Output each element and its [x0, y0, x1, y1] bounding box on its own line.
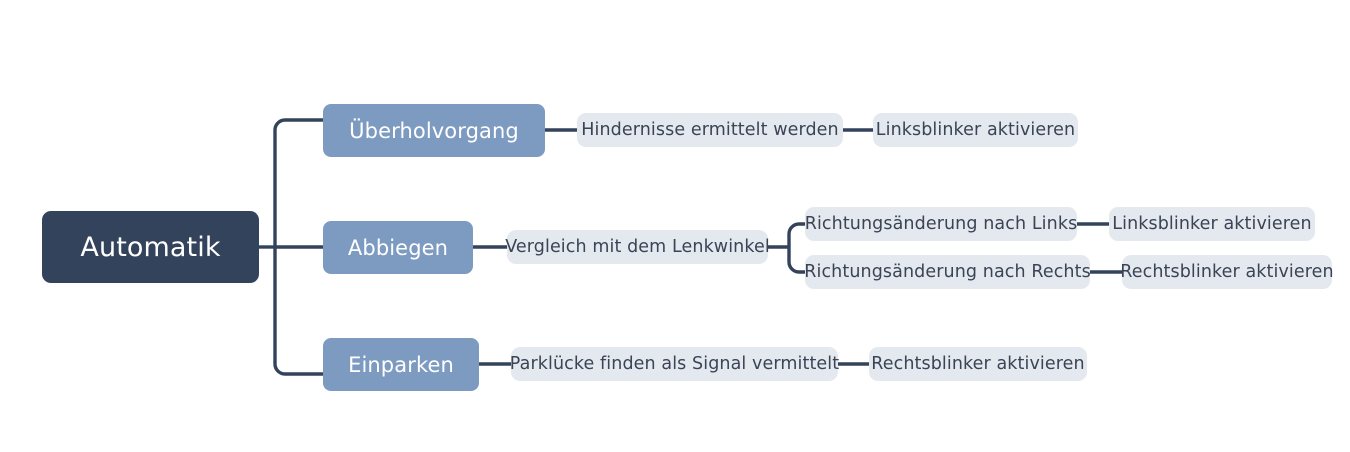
leaf-node-richtungsanderung-nach-links[interactable]: Richtungsänderung nach Links [805, 207, 1077, 241]
leaf-node-rechtsblinker-aktivieren-row2[interactable]: Rechtsblinker aktivieren [1120, 255, 1334, 289]
leaf-node-label: Parklücke finden als Signal vermittelt [509, 354, 840, 374]
leaf-node-label: Richtungsänderung nach Rechts [804, 262, 1091, 282]
leaf-node-label: Rechtsblinker aktivieren [871, 354, 1085, 374]
leaf-node-label: Linksblinker aktivieren [875, 120, 1076, 140]
edge-trunk-to-branch-3 [273, 363, 323, 376]
leaf-node-label: Rechtsblinker aktivieren [1120, 262, 1334, 282]
root-node-label: Automatik [80, 231, 221, 263]
leaf-node-parklucke-finden-als-signal-vermittelt[interactable]: Parklücke finden als Signal vermittelt [509, 347, 840, 381]
leaf-node-rechtsblinker-aktivieren-row3[interactable]: Rechtsblinker aktivieren [869, 347, 1087, 381]
leaf-node-label: Hindernisse ermittelt werden [581, 120, 839, 140]
edge-trunk-to-branch-1 [273, 118, 323, 131]
branch-node-einparken[interactable]: Einparken [323, 338, 479, 391]
leaf-node-label: Vergleich mit dem Lenkwinkel [505, 237, 770, 257]
branch-node-label: Überholvorgang [349, 118, 519, 143]
leaf-node-hindernisse-ermittelt-werden[interactable]: Hindernisse ermittelt werden [577, 113, 843, 147]
edge-bracket-upper [787, 222, 806, 235]
leaf-node-label: Linksblinker aktivieren [1112, 214, 1312, 234]
leaf-node-label: Richtungsänderung nach Links [804, 214, 1078, 234]
edge-bracket-lower [787, 261, 806, 274]
root-node-automatik[interactable]: Automatik [42, 211, 259, 283]
branch-node-uberholvorgang[interactable]: Überholvorgang [323, 104, 545, 157]
branch-node-label: Abbiegen [347, 235, 449, 260]
leaf-node-linksblinker-aktivieren-row1[interactable]: Linksblinker aktivieren [873, 113, 1078, 147]
leaf-node-richtungsanderung-nach-rechts[interactable]: Richtungsänderung nach Rechts [804, 255, 1091, 289]
branch-node-label: Einparken [348, 352, 454, 377]
leaf-node-linksblinker-aktivieren-row2[interactable]: Linksblinker aktivieren [1109, 207, 1315, 241]
leaf-node-vergleich-mit-dem-lenkwinkel[interactable]: Vergleich mit dem Lenkwinkel [505, 230, 770, 264]
branch-node-abbiegen[interactable]: Abbiegen [323, 221, 473, 274]
